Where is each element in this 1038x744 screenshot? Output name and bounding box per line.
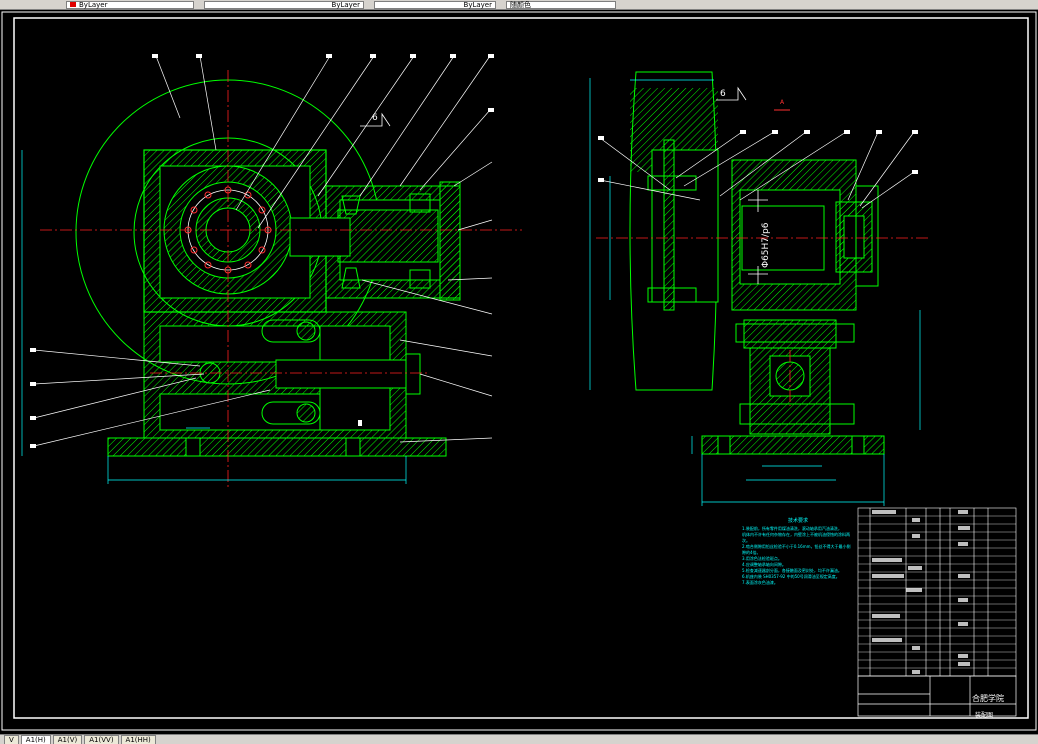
notes-line-8: 7.表面涂灰色油漆。 [742, 580, 778, 585]
linetype-value: ByLayer [331, 0, 360, 9]
notes-line-5: 4.应调整轴承轴向间隙。 [742, 562, 786, 567]
cad-drawing: 6 Φ65H7/p6 [1, 11, 1037, 731]
front-view: 6 [21, 54, 522, 490]
layout-tabs: V A1(H) A1(V) A1(VV) A1(HH) [0, 734, 1038, 744]
technical-requirements: 技术要求 1.装配前，所有零件用煤油清洗，滚动轴承用汽油清洗， 机体内不许有任何… [742, 518, 854, 586]
parts-list-rows [858, 515, 1016, 669]
notes-title: 技术要求 [787, 518, 808, 524]
notes-line-3: 2.啮合侧隙用铅丝检验不小于0.16mm，铅丝不得大于最小侧隙的4倍。 [742, 544, 851, 555]
outer-frame [1, 11, 1037, 731]
parts-list-cell-marks [872, 510, 970, 674]
weld-symbol-label-left: 6 [372, 113, 378, 123]
tab-a1-hh[interactable]: A1(HH) [120, 735, 156, 744]
tab-v[interactable]: V [4, 735, 19, 744]
title-block [857, 675, 1017, 717]
plotstyle-value: 随颜色 [510, 0, 531, 9]
lineweight-value: ByLayer [463, 0, 492, 9]
fit-tolerance-label: Φ65H7/p6 [761, 222, 771, 268]
color-dropdown[interactable]: ByLayer [66, 0, 194, 9]
color-value: ByLayer [79, 0, 108, 9]
title-school: 合肥学院 [972, 694, 1004, 703]
parts-list [857, 507, 1017, 677]
side-view: Φ65H7/p6 [589, 71, 930, 506]
notes-line-2: 机体内不许有任何杂物存在，内壁涂上不被机油侵蚀的涂料两次。 [742, 532, 850, 543]
tab-a1-vv[interactable]: A1(VV) [84, 735, 119, 744]
weld-symbol-label-right: 6 [720, 89, 726, 99]
lineweight-dropdown[interactable]: ByLayer [374, 0, 496, 9]
linetype-dropdown[interactable]: ByLayer [204, 0, 364, 9]
notes-line-6: 5.检查减速器剖分面，各接触面及密封处，均不许漏油。 [742, 568, 842, 573]
notes-line-1: 1.装配前，所有零件用煤油清洗，滚动轴承用汽油清洗， [742, 526, 842, 531]
title-drawing-name: 装配图 [975, 712, 994, 719]
view-arrow-label: A [780, 99, 785, 106]
notes-line-7: 6.机座内装 SH0357-92 中的50号润滑油至规定高度。 [742, 574, 840, 579]
tab-a1-h[interactable]: A1(H) [20, 735, 51, 744]
properties-toolbar: ByLayer ByLayer ByLayer 随颜色 [0, 0, 1038, 10]
color-swatch-icon [70, 2, 76, 7]
inner-frame [13, 17, 1029, 719]
plotstyle-dropdown[interactable]: 随颜色 [506, 0, 616, 9]
tab-a1-v[interactable]: A1(V) [52, 735, 83, 744]
notes-line-4: 3.用涂色法检验斑点。 [742, 556, 782, 561]
drawing-canvas[interactable]: 6 Φ65H7/p6 [0, 10, 1038, 734]
